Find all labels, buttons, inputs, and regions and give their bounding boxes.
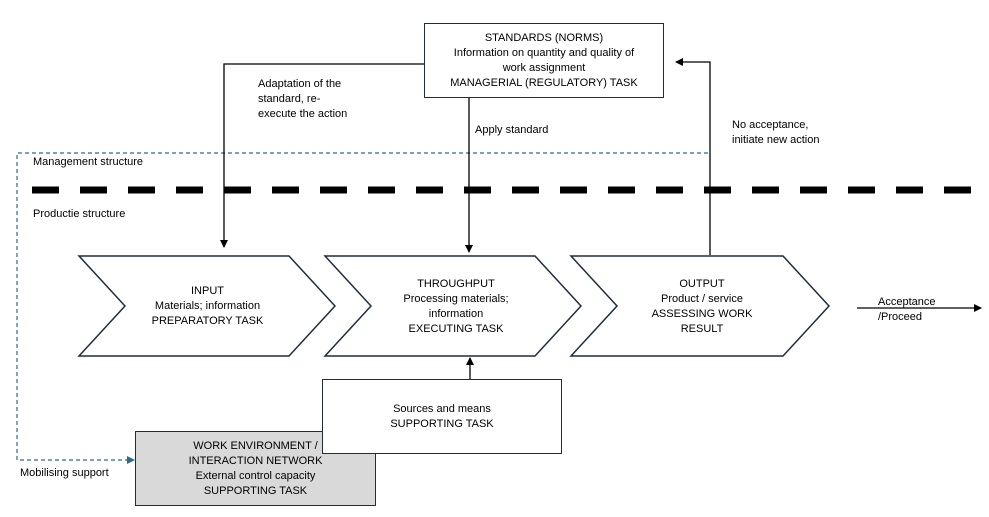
throughput-text: THROUGHPUT Processing materials; informa… <box>356 276 556 338</box>
standards-box: STANDARDS (NORMS) Information on quantit… <box>424 23 664 98</box>
throughput-description-2: information <box>428 308 484 320</box>
work-environment-title-2: INTERACTION NETWORK <box>188 454 323 467</box>
output-task-1: ASSESSING WORK <box>651 308 753 320</box>
work-environment-task: SUPPORTING TASK <box>203 484 308 497</box>
throughput-task: EXECUTING TASK <box>408 323 504 335</box>
adaptation-label-line-3: execute the action <box>258 108 348 120</box>
adaptation-label-line-2: standard, re- <box>258 93 321 105</box>
throughput-description-1: Processing materials; <box>403 293 509 305</box>
input-chevron <box>77 255 337 357</box>
input-text: INPUT Materials; information PREPARATORY… <box>110 276 305 336</box>
work-environment-description: External control capacity <box>195 469 316 482</box>
work-environment-title-1: WORK ENVIRONMENT / <box>193 439 318 452</box>
standards-task: MANAGERIAL (REGULATORY) TASK <box>450 76 638 89</box>
no-acceptance-label-line-1: No acceptance, <box>732 119 809 131</box>
acceptance-label-line-1: Acceptance <box>878 296 936 308</box>
no-acceptance-arrow <box>675 58 711 255</box>
standards-description-1: Information on quantity and quality of <box>453 46 635 59</box>
no-acceptance-label: No acceptance, initiate new action <box>732 118 819 148</box>
output-title: OUTPUT <box>679 278 725 290</box>
mobilising-support-dashed-path <box>16 152 708 464</box>
adaptation-arrow <box>220 63 424 248</box>
adaptation-label: Adaptation of the standard, re- execute … <box>258 77 347 122</box>
input-title: INPUT <box>191 284 224 297</box>
standards-description-2: work assignment <box>502 61 586 74</box>
adaptation-label-line-1: Adaptation of the <box>258 78 342 90</box>
no-acceptance-label-line-2: initiate new action <box>732 134 820 146</box>
output-description: Product / service <box>661 293 743 305</box>
sources-title: Sources and means <box>393 402 491 415</box>
apply-standard-label: Apply standard <box>475 124 549 136</box>
sources-task: SUPPORTING TASK <box>390 417 494 430</box>
throughput-title: THROUGHPUT <box>417 278 495 290</box>
input-task: PREPARATORY TASK <box>151 314 264 327</box>
management-structure-label: Management structure <box>33 156 144 168</box>
standards-title: STANDARDS (NORMS) <box>484 31 604 44</box>
acceptance-label-line-2: /Proceed <box>878 311 923 323</box>
output-chevron <box>569 255 831 357</box>
acceptance-label: Acceptance /Proceed <box>878 295 935 325</box>
input-description: Materials; information <box>154 299 261 312</box>
mobilising-support-label: Mobilising support <box>20 467 109 479</box>
productie-structure-label: Productie structure <box>33 208 126 220</box>
throughput-chevron <box>323 255 583 357</box>
output-task-2: RESULT <box>680 323 724 335</box>
sources-box: Sources and means SUPPORTING TASK <box>322 379 562 454</box>
output-text: OUTPUT Product / service ASSESSING WORK … <box>602 276 802 338</box>
